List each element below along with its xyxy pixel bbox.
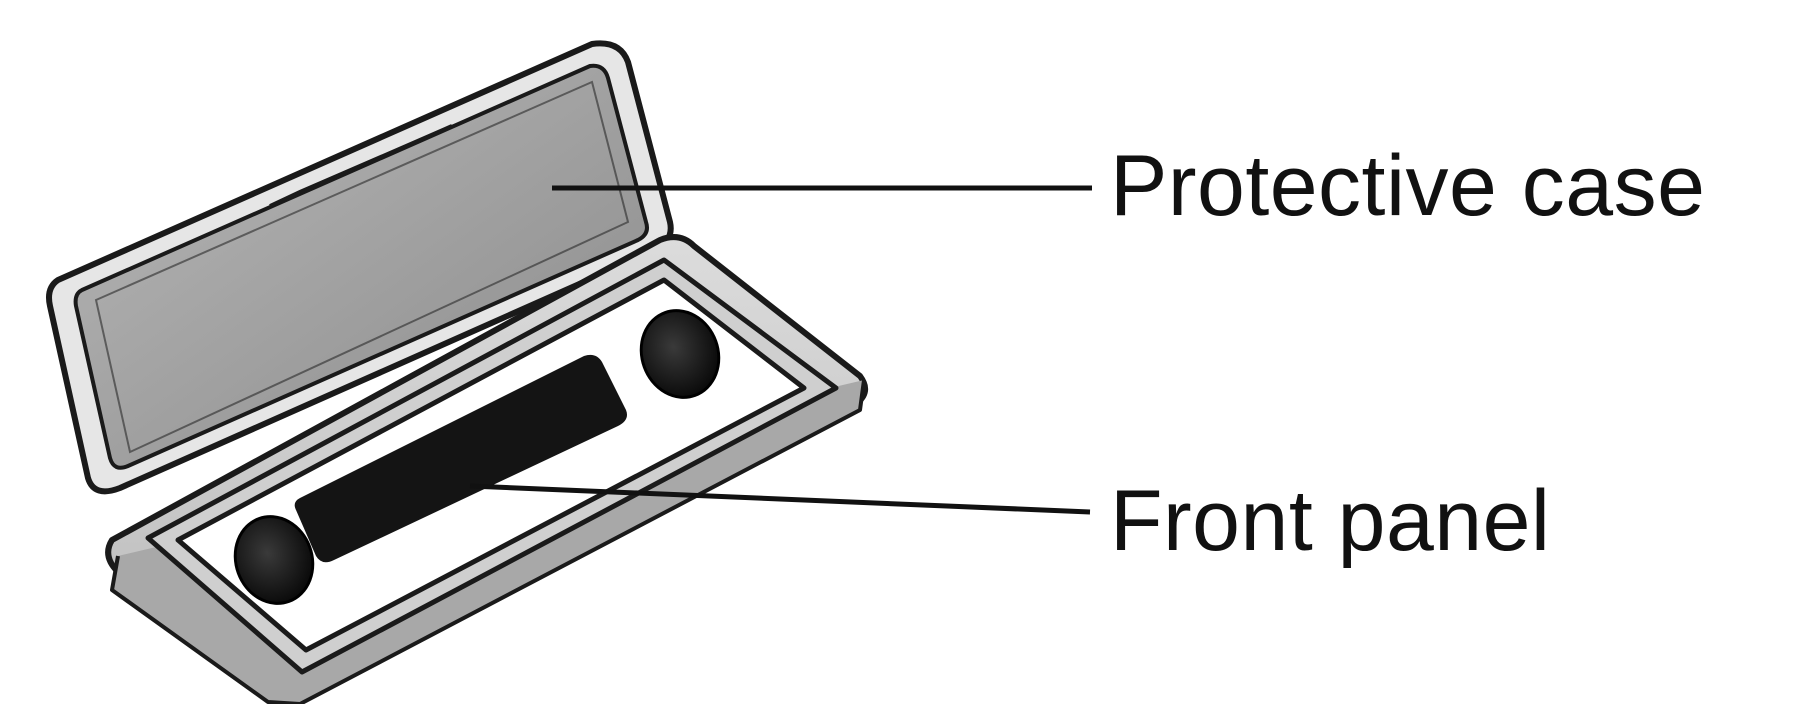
display-window <box>294 354 627 563</box>
protective-case-lid <box>46 40 674 495</box>
protective-case-label: Protective case <box>1110 138 1706 234</box>
left-knob <box>233 515 315 605</box>
right-knob <box>639 309 721 399</box>
front-panel-leader <box>469 483 1091 515</box>
front-panel <box>175 277 807 653</box>
front-panel-label: Front panel <box>1110 473 1551 569</box>
